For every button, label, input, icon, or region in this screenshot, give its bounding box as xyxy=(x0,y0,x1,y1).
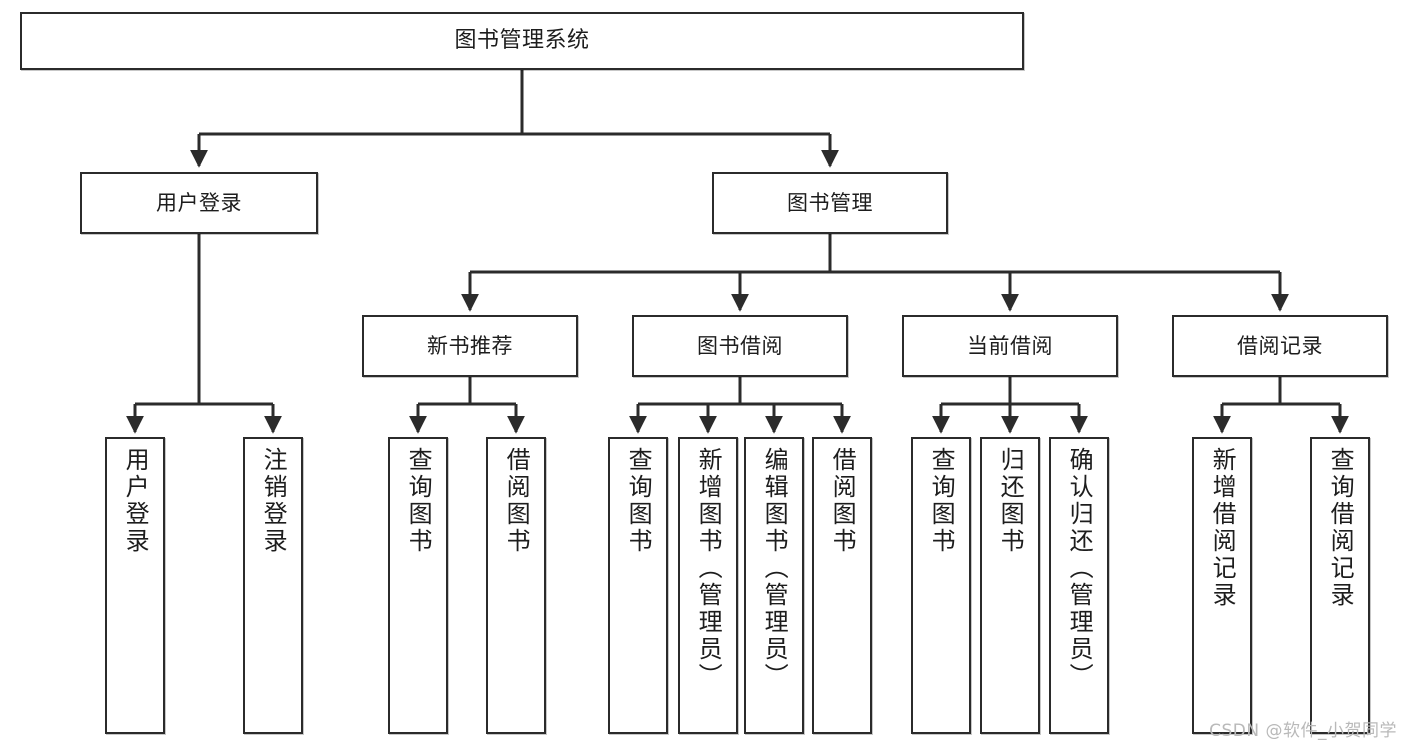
node-book-borrowing[interactable]: 图书借阅 xyxy=(632,315,848,377)
node-label: 用户登录 xyxy=(156,190,242,215)
node-user-login[interactable]: 用户登录 xyxy=(80,172,318,234)
leaf-user-login[interactable]: 用户登录 xyxy=(105,437,165,734)
leaf-logout[interactable]: 注销登录 xyxy=(243,437,303,734)
node-label: 注销登录 xyxy=(259,447,288,555)
node-label: 图书借阅 xyxy=(697,333,783,358)
node-label: 归还图书 xyxy=(996,447,1025,555)
leaf-return-book[interactable]: 归还图书 xyxy=(980,437,1040,734)
node-borrowing-record[interactable]: 借阅记录 xyxy=(1172,315,1388,377)
leaf-borrow-book-recommendation[interactable]: 借阅图书 xyxy=(486,437,546,734)
leaf-confirm-return-admin[interactable]: 确认归还（管理员） xyxy=(1049,437,1109,734)
node-label: 借阅记录 xyxy=(1237,333,1323,358)
node-label: 图书管理 xyxy=(787,190,873,215)
node-label: 借阅图书 xyxy=(502,447,531,555)
leaf-query-borrow-record[interactable]: 查询借阅记录 xyxy=(1310,437,1370,734)
node-new-book-recommendation[interactable]: 新书推荐 xyxy=(362,315,578,377)
leaf-edit-book-admin[interactable]: 编辑图书（管理员） xyxy=(744,437,804,734)
node-label: 借阅图书 xyxy=(828,447,857,555)
leaf-query-book-current[interactable]: 查询图书 xyxy=(911,437,971,734)
node-current-borrowing[interactable]: 当前借阅 xyxy=(902,315,1118,377)
node-root-system[interactable]: 图书管理系统 xyxy=(20,12,1024,70)
node-label: 查询图书 xyxy=(927,447,956,555)
node-label: 查询图书 xyxy=(624,447,653,555)
node-label: 当前借阅 xyxy=(967,333,1053,358)
node-label: 确认归还（管理员） xyxy=(1065,447,1094,690)
leaf-add-borrow-record[interactable]: 新增借阅记录 xyxy=(1192,437,1252,734)
node-label: 新增借阅记录 xyxy=(1208,447,1237,609)
node-label: 新书推荐 xyxy=(427,333,513,358)
node-label: 用户登录 xyxy=(121,447,150,555)
leaf-borrow-book-borrowing[interactable]: 借阅图书 xyxy=(812,437,872,734)
leaf-query-book-borrowing[interactable]: 查询图书 xyxy=(608,437,668,734)
node-label: 查询借阅记录 xyxy=(1326,447,1355,609)
node-label: 新增图书（管理员） xyxy=(694,447,723,690)
leaf-query-book-recommendation[interactable]: 查询图书 xyxy=(388,437,448,734)
csdn-watermark: CSDN @软件_小贺同学 xyxy=(1209,721,1397,741)
node-label: 图书管理系统 xyxy=(454,28,590,54)
node-book-management[interactable]: 图书管理 xyxy=(712,172,948,234)
node-label: 查询图书 xyxy=(404,447,433,555)
node-label: 编辑图书（管理员） xyxy=(760,447,789,690)
leaf-add-book-admin[interactable]: 新增图书（管理员） xyxy=(678,437,738,734)
